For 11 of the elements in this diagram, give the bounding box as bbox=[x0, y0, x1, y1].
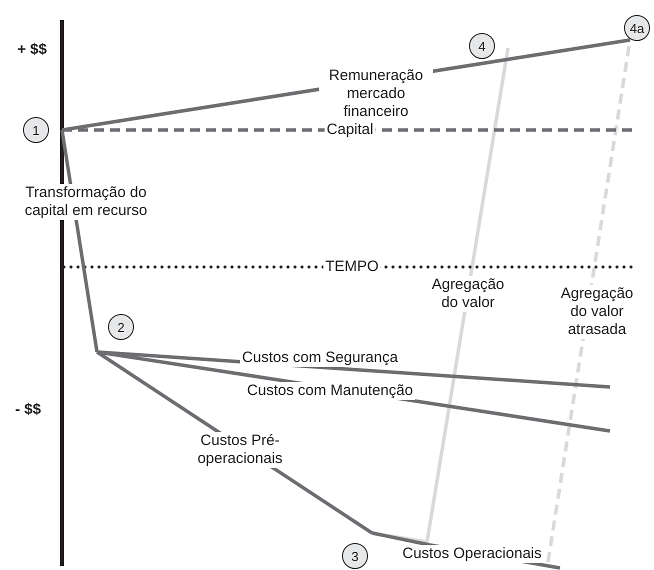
line-label: Custos com Segurança bbox=[240, 349, 400, 367]
step-number-circle: 1 bbox=[23, 117, 49, 143]
step-number-circle: 3 bbox=[342, 543, 368, 569]
line-label: Custos com Manutenção bbox=[245, 382, 415, 400]
step-number-circle: 2 bbox=[108, 314, 134, 340]
step-number-circle: 4 bbox=[469, 33, 495, 59]
graph-line bbox=[372, 48, 510, 544]
line-label: Capital bbox=[324, 121, 376, 139]
line-label: Custos Operacionais bbox=[400, 545, 544, 563]
step-number-circle: 4a bbox=[624, 15, 650, 41]
graph-line bbox=[546, 40, 632, 562]
